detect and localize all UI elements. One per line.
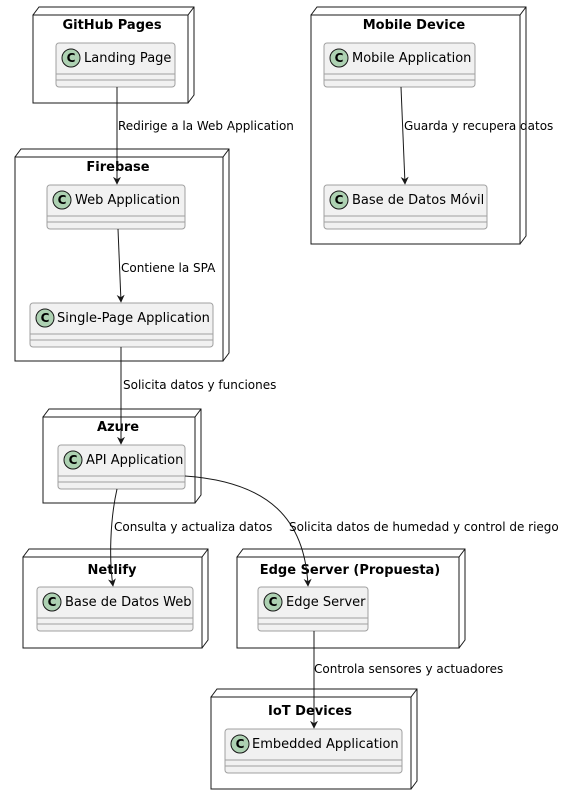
class-stereotype-icon: C [230,734,250,754]
class-label-base-datos-movil: Base de Datos Móvil [352,193,484,208]
svg-text:C: C [335,193,344,207]
class-stereotype-icon: C [263,592,283,612]
class-stereotype-icon: C [52,190,72,210]
node-title-mobile-device: Mobile Device [363,18,466,33]
class-stereotype-icon: C [61,48,81,68]
svg-text:C: C [58,193,67,207]
edge-label: Redirige a la Web Application [118,119,294,133]
class-label-edge-server: Edge Server [286,595,366,610]
edge-api-to-edge-server: Solicita datos de humedad y control de r… [184,475,559,587]
edge-web-to-spa: Contiene la SPA [116,228,216,303]
edge-label: Consulta y actualiza datos [114,520,272,534]
class-stereotype-icon: C [329,190,349,210]
class-edge-server[interactable]: C Edge Server [257,586,369,632]
svg-text:C: C [335,51,344,65]
class-base-datos-movil[interactable]: C Base de Datos Móvil [323,184,488,230]
class-label-mobile-application: Mobile Application [352,51,471,66]
svg-text:C: C [69,453,78,467]
edge-label: Solicita datos de humedad y control de r… [289,520,559,534]
class-base-datos-web[interactable]: C Base de Datos Web [36,586,194,632]
class-label-base-datos-web: Base de Datos Web [65,595,191,610]
edge-edge-to-embedded: Controla sensores y actuadores [310,631,503,729]
class-label-web-application: Web Application [75,193,180,208]
class-label-embedded-application: Embedded Application [252,737,399,752]
class-label-single-page-application: Single-Page Application [57,311,210,326]
class-landing-page[interactable]: C Landing Page [55,42,176,88]
node-title-azure: Azure [97,420,139,435]
node-title-iot-devices: IoT Devices [268,704,352,719]
edge-spa-to-api: Solicita datos y funciones [117,347,276,445]
edge-label: Guarda y recupera datos [404,119,553,133]
class-stereotype-icon: C [329,48,349,68]
class-label-api-application: API Application [86,453,183,468]
edge-label: Controla sensores y actuadores [314,662,503,676]
svg-text:C: C [236,737,245,751]
class-stereotype-icon: C [63,450,83,470]
class-mobile-application[interactable]: C Mobile Application [323,42,476,88]
svg-text:C: C [48,595,57,609]
svg-text:C: C [269,595,278,609]
class-label-landing-page: Landing Page [84,51,171,66]
class-single-page-application[interactable]: C Single-Page Application [29,302,214,348]
edge-landing-to-web: Redirige a la Web Application [113,87,294,185]
class-stereotype-icon: C [42,592,62,612]
svg-text:C: C [67,51,76,65]
edge-mobile-to-db: Guarda y recupera datos [400,86,553,185]
class-stereotype-icon: C [35,308,55,328]
edge-label: Contiene la SPA [121,261,216,275]
svg-text:C: C [41,311,50,325]
class-api-application[interactable]: C API Application [57,444,186,490]
node-title-netlify: Netlify [88,563,137,578]
node-title-github-pages: GitHub Pages [62,18,161,33]
class-web-application[interactable]: C Web Application [46,184,186,230]
edge-label: Solicita datos y funciones [123,378,276,392]
node-title-edge-server: Edge Server (Propuesta) [260,563,441,578]
class-embedded-application[interactable]: C Embedded Application [224,728,403,774]
edge-api-to-netlify: Consulta y actualiza datos [107,488,272,587]
node-title-firebase: Firebase [86,160,149,175]
